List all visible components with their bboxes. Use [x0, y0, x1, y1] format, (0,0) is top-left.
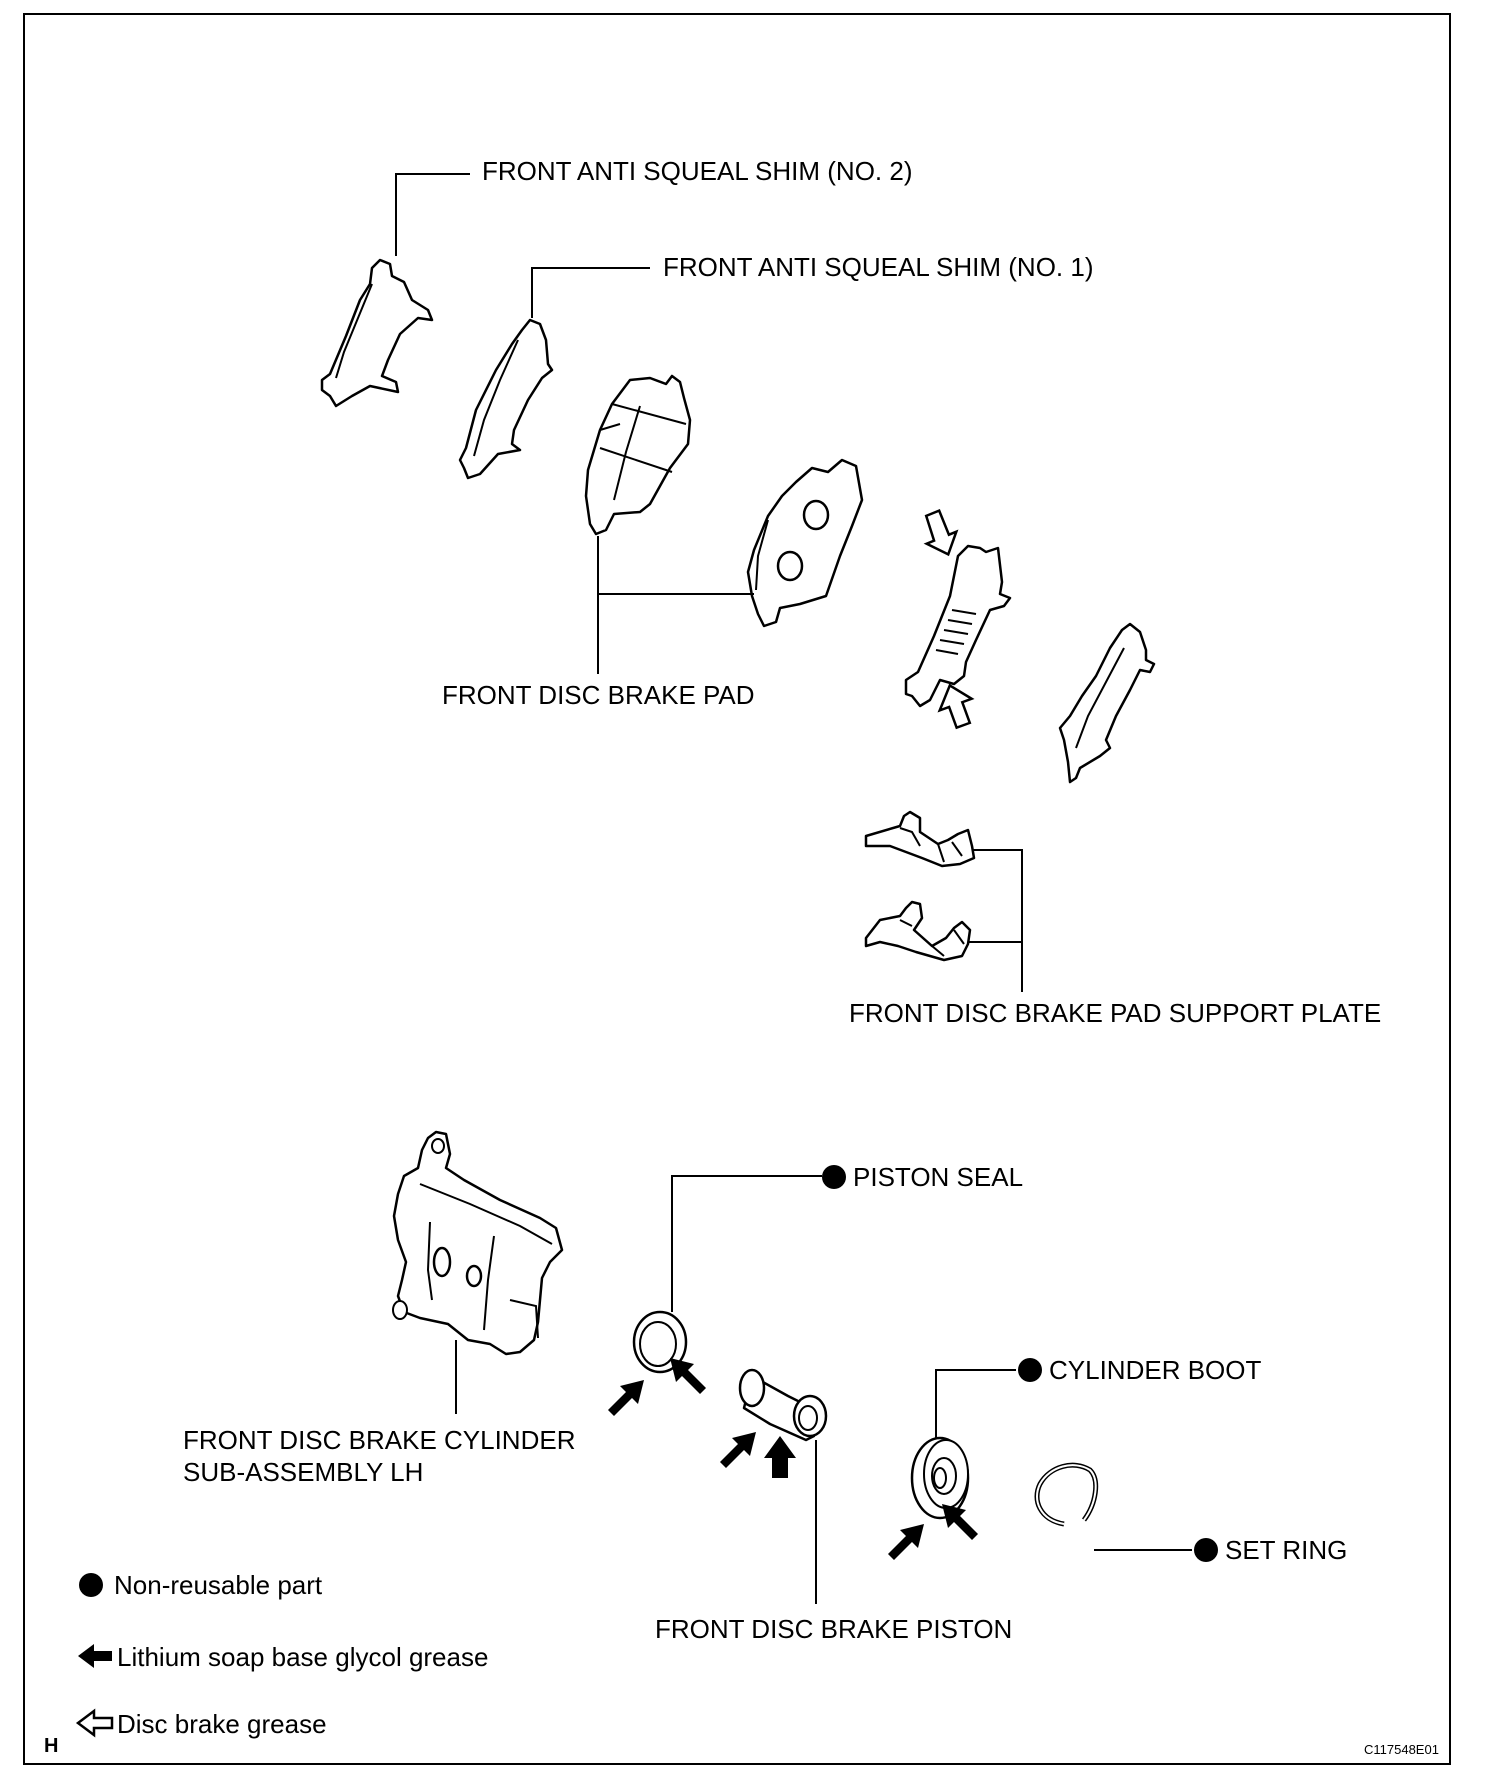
cylinder-label-line1: FRONT DISC BRAKE CYLINDER: [183, 1425, 575, 1455]
piston-seal-part: [632, 1310, 688, 1374]
non-reusable-mark: [822, 1165, 846, 1189]
piston-label: FRONT DISC BRAKE PISTON: [655, 1614, 1012, 1644]
support-plate-lower: [864, 900, 972, 962]
non-reusable-mark: [1194, 1538, 1218, 1562]
lithium-grease-arrow: [942, 1504, 978, 1540]
legend-non-reusable-mark: [79, 1573, 103, 1597]
legend-disc-arrow-icon: [75, 1708, 114, 1738]
lithium-grease-arrow: [764, 1436, 796, 1478]
legend-disc-text: Disc brake grease: [117, 1709, 327, 1739]
lithium-grease-arrow: [670, 1358, 706, 1394]
shim-plate-with-hatch: [904, 544, 1012, 708]
legend: Non-reusable part Lithium soap base glyc…: [75, 1570, 488, 1739]
cylinder-boot-leader: [935, 1369, 1016, 1438]
support-plate-upper: [864, 810, 976, 868]
support-plate-leader: [968, 849, 1023, 992]
set-ring-label: SET RING: [1225, 1535, 1347, 1565]
legend-non-reusable-text: Non-reusable part: [114, 1570, 323, 1600]
shim-no2-label: FRONT ANTI SQUEAL SHIM (NO. 2): [482, 156, 913, 186]
brake-pad-leader: [597, 536, 754, 674]
figure-code: C117548E01: [1364, 1742, 1439, 1757]
cylinder-label-line2: SUB-ASSEMBLY LH: [183, 1457, 423, 1487]
lithium-grease-arrow: [720, 1432, 756, 1468]
brake-pad-label: FRONT DISC BRAKE PAD: [442, 680, 755, 710]
shim-no2-part: [320, 258, 434, 408]
caliper-cylinder-part: [392, 1130, 564, 1356]
brake-pad-inner: [746, 458, 864, 628]
support-plate-label: FRONT DISC BRAKE PAD SUPPORT PLATE: [849, 998, 1381, 1028]
outer-shim-part: [1058, 622, 1156, 784]
corner-letter: H: [44, 1735, 58, 1757]
legend-lithium-text: Lithium soap base glycol grease: [117, 1642, 488, 1672]
shim-no1-part: [458, 318, 554, 480]
set-ring-part: [1036, 1464, 1097, 1525]
legend-lithium-arrow-icon: [78, 1644, 112, 1668]
shim-no1-label: FRONT ANTI SQUEAL SHIM (NO. 1): [663, 252, 1094, 282]
piston-seal-label: PISTON SEAL: [853, 1162, 1023, 1192]
brake-pad-outer: [584, 374, 692, 536]
cylinder-boot-part: [910, 1436, 970, 1520]
lithium-grease-arrow: [608, 1380, 644, 1416]
piston-part: [738, 1368, 828, 1442]
shim-no1-leader: [531, 267, 650, 318]
non-reusable-mark: [1018, 1358, 1042, 1382]
figure-frame: [23, 13, 1451, 1765]
disc-grease-arrow: [923, 508, 959, 557]
disc-grease-arrow: [937, 683, 975, 730]
lithium-grease-arrow: [888, 1524, 924, 1560]
piston-seal-leader: [671, 1175, 822, 1312]
cylinder-boot-label: CYLINDER BOOT: [1049, 1355, 1261, 1385]
shim-no2-leader: [395, 173, 470, 256]
